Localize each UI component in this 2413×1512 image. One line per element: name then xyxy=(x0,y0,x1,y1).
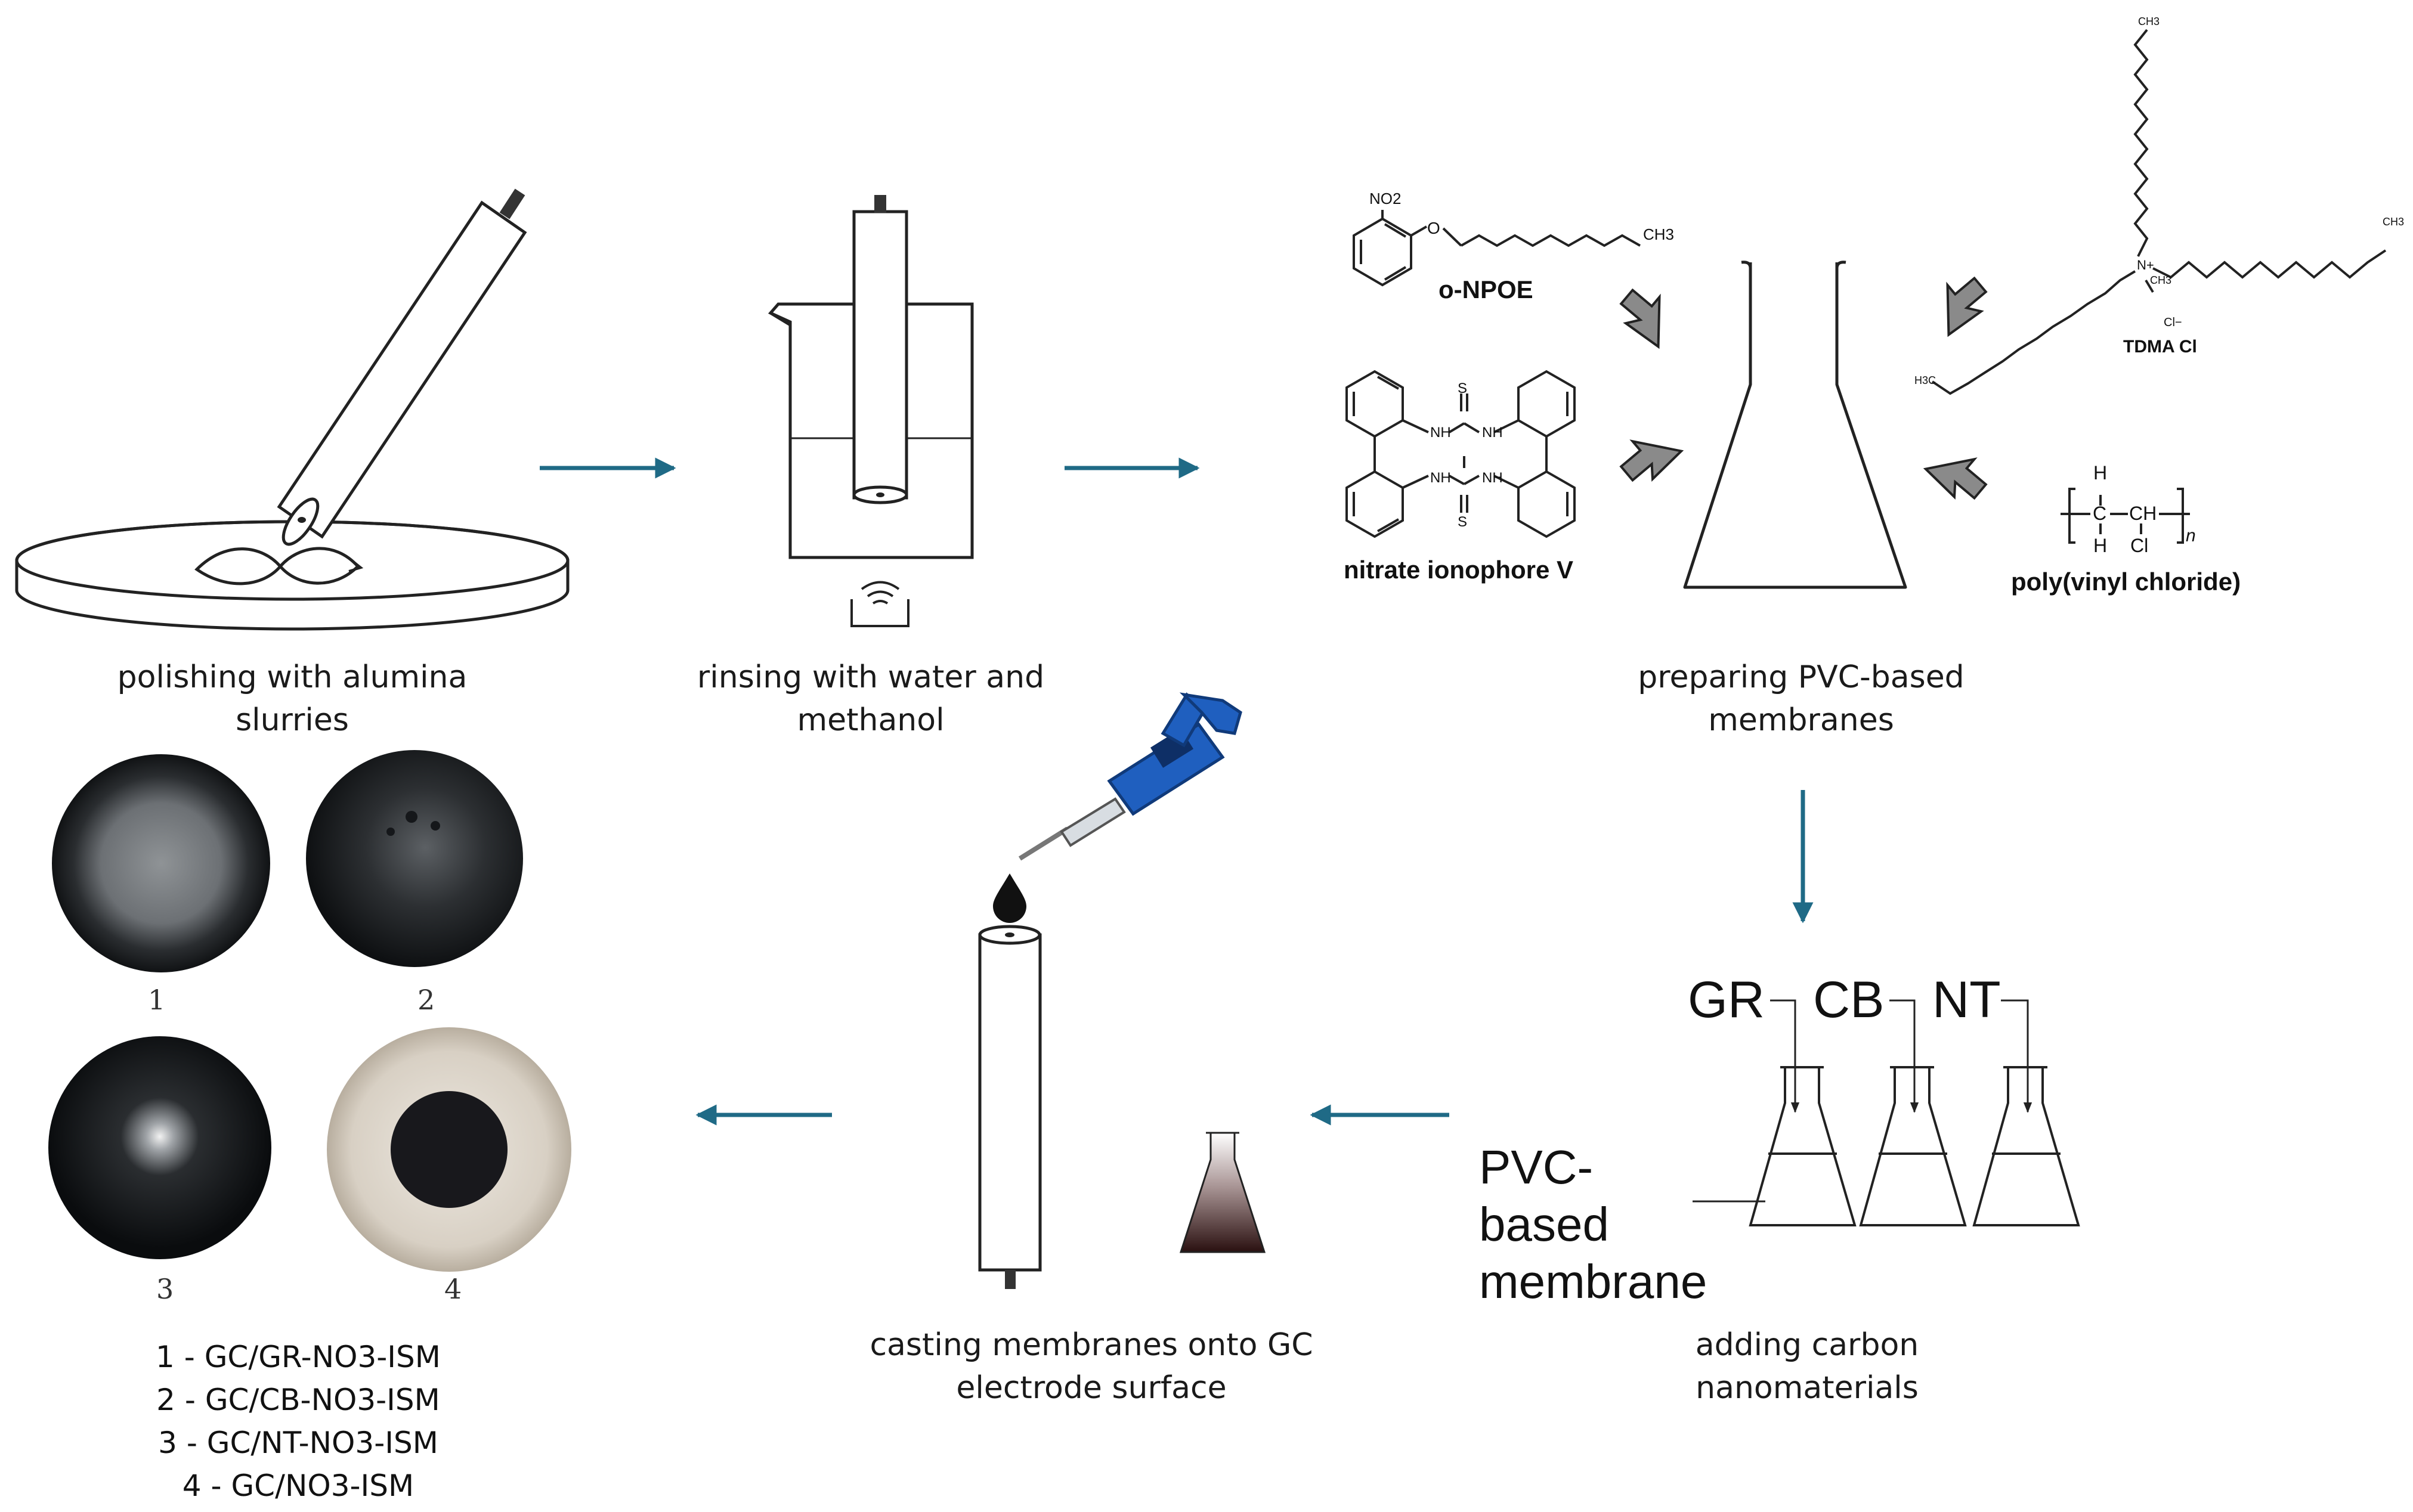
chemical-name-nitrate-ionophore: nitrate ionophore V xyxy=(1344,556,1574,584)
atom-label-ch3-tdma-n: CH3 xyxy=(2150,274,2172,286)
atom-label-h3c-tdma: H3C xyxy=(1914,374,1936,386)
gc-electrode-polishing xyxy=(277,188,527,546)
result-item-3: 3 - GC/NT-NO3-ISM xyxy=(158,1426,438,1460)
step-label-rinsing: rinsing with water and methanol xyxy=(697,659,1045,738)
gc-electrode-casting xyxy=(978,925,1042,1289)
atom-label-no2: NO2 xyxy=(1369,190,1402,207)
step-label-casting: casting membranes onto GC electrode surf… xyxy=(870,1327,1313,1406)
atom-label-nh-3: NH xyxy=(1430,470,1451,486)
photo-number-1: 1 xyxy=(148,984,166,1016)
atom-label-n-plus: N+ xyxy=(2137,258,2154,272)
pvc-structure xyxy=(2061,488,2190,544)
atom-label-nh-4: NH xyxy=(1482,470,1503,486)
flow-arrows xyxy=(540,457,1814,1126)
electrode-photo-4 xyxy=(298,1027,571,1272)
ultrasonic-bath-icon xyxy=(850,581,909,627)
atom-label-nh-2: NH xyxy=(1482,425,1503,441)
atom-label-pvc-ch: CH xyxy=(2129,503,2157,524)
nanomaterial-label-gr: GR xyxy=(1688,971,1765,1028)
atom-label-pvc-n: n xyxy=(2186,526,2196,546)
atom-label-pvc-h-top: H xyxy=(2093,462,2108,484)
atom-label-s-bottom: S xyxy=(1458,514,1468,530)
membrane-solution-flask xyxy=(1179,1132,1266,1253)
rinsing-beaker-illustration xyxy=(768,195,974,559)
chemical-name-pvc: poly(vinyl chloride) xyxy=(2011,568,2241,596)
atom-label-ch3-tdma-right: CH3 xyxy=(2383,216,2405,228)
atom-label-pvc-h-bottom: H xyxy=(2093,535,2108,556)
atom-label-ch3-tdma-top: CH3 xyxy=(2138,16,2160,27)
onpoe-structure xyxy=(1353,210,1641,287)
atom-label-pvc-cl: Cl xyxy=(2130,535,2149,556)
tdma-structure xyxy=(1931,29,2387,395)
step-label-polishing: polishing with alumina slurries xyxy=(117,659,468,738)
atom-label-nh-1: NH xyxy=(1430,425,1451,441)
small-flask-gr xyxy=(1749,1066,1857,1226)
result-item-1: 1 - GC/GR-NO3-ISM xyxy=(156,1340,441,1374)
electrode-photo-2 xyxy=(298,750,523,972)
nanomaterial-label-nt: NT xyxy=(1932,971,2001,1028)
atom-label-pvc-c: C xyxy=(2093,503,2107,524)
atom-label-ch3-onpoe: CH3 xyxy=(1643,225,1675,243)
membrane-drop-icon xyxy=(993,873,1026,923)
photo-number-4: 4 xyxy=(444,1273,462,1305)
polishing-pad-illustration xyxy=(15,520,570,631)
small-flask-nt xyxy=(1972,1066,2080,1226)
chemical-name-onpoe: o-NPOE xyxy=(1438,275,1533,303)
atom-label-s-top: S xyxy=(1458,380,1468,396)
atom-label-o: O xyxy=(1427,219,1440,237)
pipette-icon xyxy=(1018,692,1242,861)
atom-label-cl-minus: Cl− xyxy=(2164,316,2182,329)
nanomaterial-pointer-lines xyxy=(1693,999,2033,1203)
small-flask-cb xyxy=(1859,1066,1967,1226)
step-label-adding: adding carbon nanomaterials xyxy=(1695,1327,1919,1406)
result-item-2: 2 - GC/CB-NO3-ISM xyxy=(156,1383,440,1417)
erlenmeyer-flask-main xyxy=(1683,261,1907,589)
membrane-label: PVC-based membrane xyxy=(1479,1141,1707,1308)
chemical-name-tdma: TDMA Cl xyxy=(2123,337,2197,357)
result-item-4: 4 - GC/NO3-ISM xyxy=(182,1468,414,1503)
step-label-preparing: preparing PVC-based membranes xyxy=(1638,659,1965,738)
photo-number-3: 3 xyxy=(156,1273,174,1305)
reagent-arrows xyxy=(1619,276,1988,500)
nitrate-ionophore-structure xyxy=(1345,370,1576,538)
photo-number-2: 2 xyxy=(417,984,435,1016)
nanomaterial-label-cb: CB xyxy=(1813,971,1885,1028)
electrode-photo-1 xyxy=(48,754,274,972)
electrode-photo-3 xyxy=(48,1036,280,1266)
